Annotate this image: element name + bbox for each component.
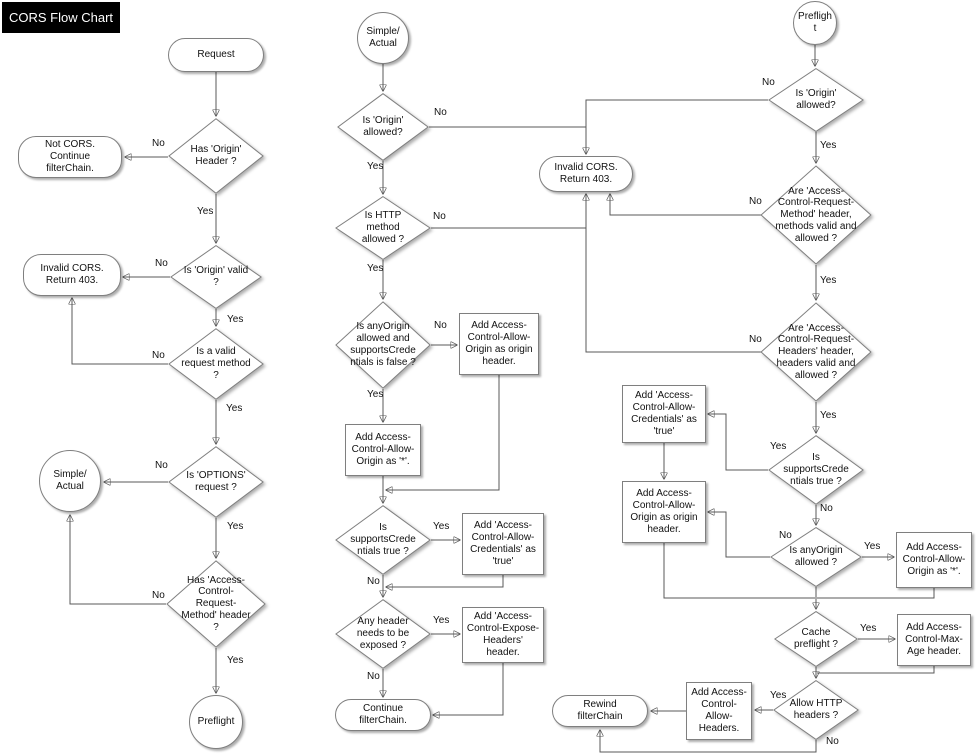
edge-label-no: No — [155, 258, 168, 269]
edge-label-yes: Yes — [367, 389, 384, 400]
terminator-simple-actual-mid: Simple/ Actual — [357, 12, 409, 64]
flow-arrow — [708, 512, 770, 558]
decision-origin-allowed-simple: Is 'Origin' allowed? — [337, 93, 429, 161]
terminator-invalid-cors-center: Invalid CORS. Return 403. — [539, 156, 633, 192]
process-add-origin-star-preflight: Add Access-Control-Allow-Origin as '*'. — [896, 532, 972, 588]
edge-label-yes: Yes — [770, 441, 787, 452]
edge-label-yes: Yes — [820, 275, 837, 286]
edge-label-yes: Yes — [820, 410, 837, 421]
process-add-credentials-simple: Add 'Access-Control-Allow-Credentials' a… — [462, 513, 544, 575]
decision-anyorigin-allowed: Is anyOrigin allowed ? — [770, 527, 862, 587]
edge-label-no: No — [367, 671, 380, 682]
flow-arrow — [586, 99, 768, 154]
edge-label-no: No — [367, 576, 380, 587]
edge-label-no: No — [434, 320, 447, 331]
edge-label-yes: Yes — [770, 690, 787, 701]
terminator-simple-actual-left: Simple/ Actual — [39, 450, 101, 512]
edge-label-yes: Yes — [227, 655, 244, 666]
edge-label-yes: Yes — [227, 314, 244, 325]
edge-label-no: No — [434, 107, 447, 118]
process-add-origin-header-simple: Add Access-Control-Allow-Origin as origi… — [459, 313, 539, 375]
terminator-preflight-left: Preflight — [189, 695, 243, 749]
flow-arrow — [610, 194, 761, 216]
edge-label-yes: Yes — [197, 206, 214, 217]
edge-label-no: No — [152, 590, 165, 601]
edge-label-no: No — [152, 138, 165, 149]
edge-label-yes: Yes — [820, 140, 837, 151]
decision-allow-http-headers: Allow HTTP headers ? — [773, 680, 859, 740]
decision-request-method-valid: Are 'Access-Control-Request-Method' head… — [760, 165, 872, 265]
edge-label-yes: Yes — [433, 615, 450, 626]
decision-supports-credentials-preflight: Is supportsCredentials true ? — [768, 435, 864, 505]
terminator-preflight-right: Preflight — [793, 1, 837, 45]
chart-title: CORS Flow Chart — [2, 2, 120, 33]
decision-supports-credentials-simple: Is supportsCredentials true ? — [335, 505, 431, 575]
edge-label-yes: Yes — [226, 403, 243, 414]
decision-expose-headers: Any header needs to be exposed ? — [335, 599, 431, 669]
terminator-not-cors: Not CORS. Continue filterChain. — [18, 136, 122, 178]
flow-arrow — [433, 663, 504, 715]
decision-has-origin-header: Has 'Origin' Header ? — [168, 118, 264, 194]
edge-label-yes: Yes — [433, 521, 450, 532]
edge-label-no: No — [826, 736, 839, 747]
terminator-request: Request — [168, 38, 264, 72]
process-add-expose-headers: Add 'Access-Control-Expose-Headers' head… — [462, 607, 544, 663]
flow-arrow — [586, 194, 761, 353]
decision-has-acrm-header: Has 'Access-Control-Request-Method' head… — [166, 560, 266, 648]
flow-line — [817, 666, 935, 674]
flow-arrow — [708, 414, 768, 471]
flow-line — [817, 588, 935, 599]
edge-label-yes: Yes — [860, 623, 877, 634]
process-add-origin-header-preflight: Add Access-Control-Allow-Origin as origi… — [622, 481, 706, 543]
edge-label-no: No — [779, 530, 792, 541]
edge-label-no: No — [749, 334, 762, 345]
edge-label-no: No — [155, 460, 168, 471]
terminator-invalid-cors-left: Invalid CORS. Return 403. — [23, 254, 121, 296]
process-add-max-age: Add Access-Control-Max-Age header. — [897, 614, 971, 666]
decision-cache-preflight: Cache preflight ? — [774, 611, 858, 667]
terminator-rewind-filterchain: Rewind filterChain — [552, 695, 648, 727]
decision-request-headers-valid: Are 'Access-Control-Request-Headers' hea… — [760, 302, 872, 402]
edge-label-no: No — [152, 350, 165, 361]
flow-arrow — [386, 575, 504, 587]
decision-valid-request-method: Is a valid request method ? — [168, 328, 264, 400]
decision-options-request: Is 'OPTIONS' request ? — [168, 446, 264, 518]
edge-label-yes: Yes — [367, 263, 384, 274]
decision-http-method-allowed: Is HTTP method allowed ? — [335, 196, 431, 260]
edge-label-no: No — [749, 196, 762, 207]
edge-label-no: No — [433, 211, 446, 222]
edge-label-yes: Yes — [227, 521, 244, 532]
edge-label-no: No — [820, 503, 833, 514]
edge-label-no: No — [762, 77, 775, 88]
process-add-allow-headers: Add Access-Control-Allow-Headers. — [686, 682, 752, 740]
edge-label-yes: Yes — [864, 541, 881, 552]
edge-label-yes: Yes — [367, 161, 384, 172]
terminator-continue-filterchain: Continue filterChain. — [335, 699, 431, 731]
decision-origin-valid: Is 'Origin' valid ? — [170, 245, 262, 309]
process-add-credentials-preflight: Add 'Access-Control-Allow-Credentials' a… — [622, 385, 706, 443]
decision-anyorigin-and-credentials: Is anyOrigin allowed and supportsCredent… — [335, 301, 431, 389]
process-add-origin-star-simple: Add Access-Control-Allow-Origin as '*'. — [345, 424, 421, 476]
decision-origin-allowed-preflight: Is 'Origin' allowed? — [768, 68, 864, 132]
